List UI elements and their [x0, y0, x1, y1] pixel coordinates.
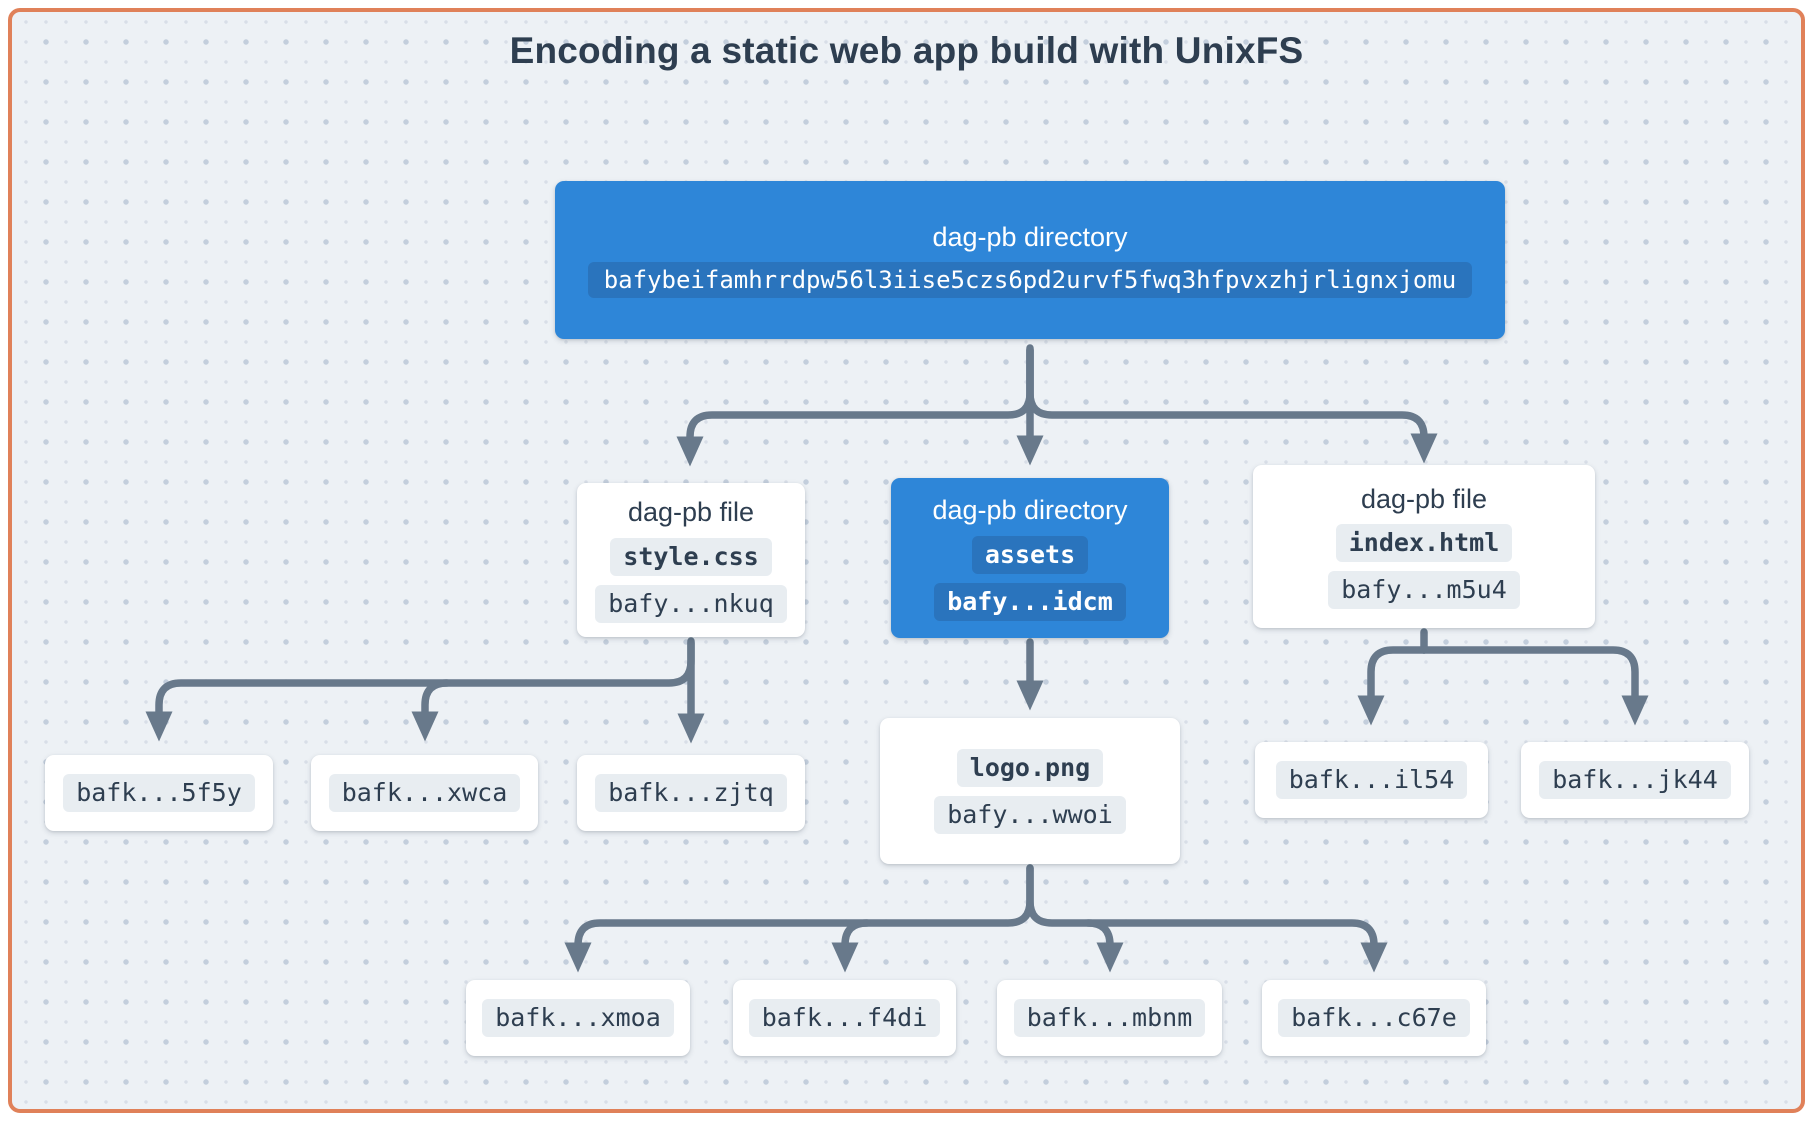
cid-badge: bafy...nkuq — [595, 584, 787, 623]
connector-stylecss-to-chunks — [145, 637, 705, 744]
cid-badge: bafy...idcm — [934, 582, 1126, 621]
node-chunk-xwca: bafk...xwca — [311, 755, 538, 831]
cid-badge: bafk...f4di — [748, 999, 941, 1037]
node-type-label: dag-pb file — [1360, 483, 1488, 514]
node-chunk-5f5y: bafk...5f5y — [45, 755, 273, 831]
cid-badge: bafk...zjtq — [595, 774, 787, 812]
node-chunk-mbnm: bafk...mbnm — [997, 980, 1222, 1056]
connector-logo-to-chunks — [564, 864, 1388, 973]
node-type-label: dag-pb directory — [932, 495, 1128, 526]
node-type-label: dag-pb directory — [932, 221, 1128, 252]
cid-badge: bafybeifamhrrdpw56l3iise5czs6pd2urvf5fwq… — [587, 261, 1473, 299]
cid-badge: bafk...c67e — [1278, 999, 1470, 1037]
diagram-title: Encoding a static web app build with Uni… — [509, 30, 1304, 71]
node-assets-directory: dag-pb directory assets bafy...idcm — [891, 478, 1169, 638]
cid-badge: bafk...xmoa — [482, 999, 674, 1037]
node-chunk-c67e: bafk...c67e — [1262, 980, 1486, 1056]
node-logo-png: logo.png bafy...wwoi — [880, 718, 1180, 864]
filename-badge: style.css — [610, 537, 772, 576]
cid-badge: bafk...il54 — [1275, 761, 1468, 799]
node-type-label: dag-pb file — [627, 497, 755, 528]
node-root-directory: dag-pb directory bafybeifamhrrdpw56l3iis… — [555, 181, 1505, 339]
cid-badge: bafy...wwoi — [934, 795, 1126, 834]
connector-root-to-children — [676, 344, 1438, 467]
node-chunk-il54: bafk...il54 — [1255, 742, 1488, 818]
node-chunk-f4di: bafk...f4di — [733, 980, 956, 1056]
node-index-html: dag-pb file index.html bafy...m5u4 — [1253, 465, 1595, 628]
cid-badge: bafk...jk44 — [1539, 761, 1731, 799]
node-chunk-zjtq: bafk...zjtq — [577, 755, 805, 831]
cid-badge: bafk...xwca — [328, 774, 521, 812]
filename-badge: index.html — [1335, 524, 1513, 563]
cid-badge: bafk...mbnm — [1013, 999, 1206, 1037]
cid-badge: bafk...5f5y — [63, 774, 255, 812]
dirname-badge: assets — [971, 535, 1089, 574]
node-style-css: dag-pb file style.css bafy...nkuq — [577, 483, 805, 637]
connector-indexhtml-to-chunks — [1357, 628, 1649, 726]
node-chunk-jk44: bafk...jk44 — [1521, 742, 1749, 818]
node-chunk-xmoa: bafk...xmoa — [466, 980, 690, 1056]
cid-badge: bafy...m5u4 — [1328, 571, 1520, 610]
filename-badge: logo.png — [956, 748, 1104, 787]
